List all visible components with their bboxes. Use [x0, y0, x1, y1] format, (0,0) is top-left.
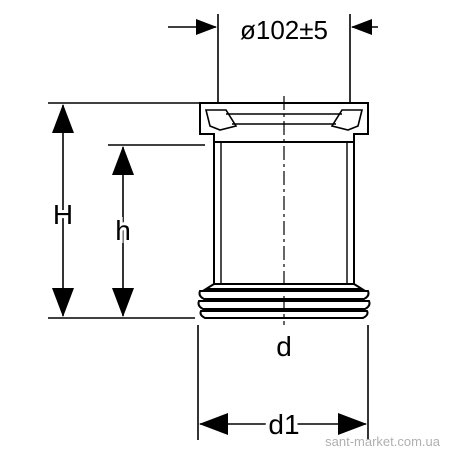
collar-seal-left: [204, 109, 238, 131]
d1-arrow-right: [338, 413, 367, 435]
top-arrow-left: [196, 19, 217, 35]
height-outer-label: H: [53, 199, 73, 230]
top-dimension-label: ø102±5: [240, 15, 328, 45]
top-dimension: [168, 14, 378, 104]
h-arrow-top: [112, 146, 134, 175]
H-arrow-bottom: [52, 288, 74, 317]
watermark: sant-market.com.ua: [325, 434, 441, 449]
bottom-seal-rib-2: [198, 290, 370, 300]
bottom-dimension: [197, 325, 369, 440]
pipe-body: [197, 102, 371, 319]
diameter-outer-label: d1: [268, 409, 299, 440]
height-inner-dimension: [108, 144, 205, 317]
height-outer-dimension: [48, 102, 205, 319]
H-arrow-top: [52, 104, 74, 133]
bottom-seal-rib-1: [202, 283, 366, 290]
d1-arrow-left: [199, 413, 228, 435]
diameter-inner-label: d: [276, 331, 292, 362]
height-inner-label: h: [115, 215, 131, 246]
top-arrow-right: [351, 19, 372, 35]
h-arrow-bottom: [112, 288, 134, 317]
collar-seal-right: [330, 109, 364, 131]
